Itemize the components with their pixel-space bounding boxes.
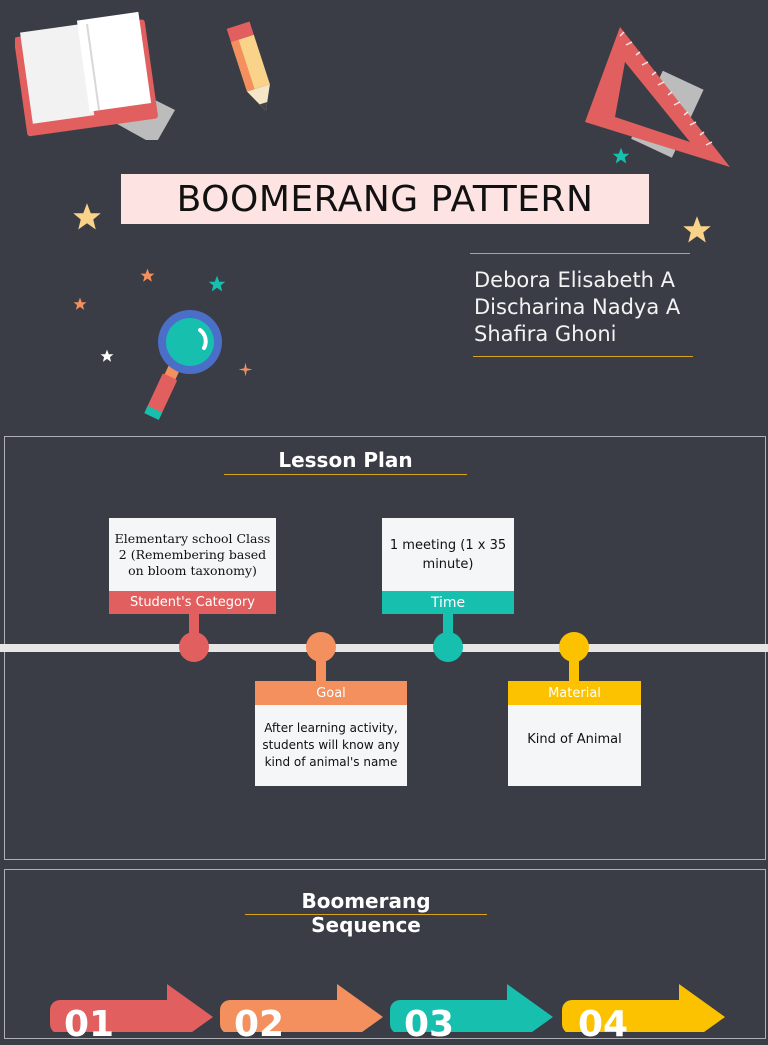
book-icon [15, 11, 175, 140]
divider [245, 914, 487, 915]
step-number: 04 [578, 1004, 629, 1045]
timeline-stem [189, 614, 199, 634]
sequence-arrow-3 [390, 984, 553, 1032]
material-text: Kind of Animal [527, 732, 622, 747]
page-title: BOOMERANG PATTERN [121, 174, 649, 224]
pencil-icon [226, 21, 270, 111]
ruler-triangle-icon [585, 27, 730, 167]
star-icon [208, 275, 226, 292]
category-text: Elementary school Class 2 (Remembering b… [114, 530, 271, 578]
category-label: Student's Category [109, 591, 276, 614]
author-name: Shafira Ghoni [474, 322, 617, 346]
star-icon [140, 268, 155, 282]
timeline-dot [179, 632, 209, 662]
divider [470, 253, 690, 254]
divider [224, 474, 467, 475]
divider [473, 356, 693, 357]
material-label: Material [508, 681, 641, 705]
time-text: 1 meeting (1 x 35 minute) [389, 537, 507, 572]
material-card: Kind of Animal [508, 705, 641, 786]
timeline-dot [559, 632, 589, 662]
step-number: 03 [404, 1004, 455, 1045]
author-name: Debora Elisabeth A [474, 268, 676, 292]
sequence-arrow-2 [220, 984, 383, 1032]
time-card: 1 meeting (1 x 35 minute) [382, 518, 514, 591]
section-title: Lesson Plan [278, 448, 413, 472]
star-icon [612, 147, 630, 164]
goal-text: After learning activity, students will k… [262, 721, 400, 769]
timeline-dot [306, 632, 336, 662]
goal-card: After learning activity, students will k… [255, 705, 407, 786]
timeline-stem [443, 614, 453, 634]
time-label: Time [382, 591, 514, 614]
step-number: 02 [234, 1004, 285, 1045]
star-icon [100, 349, 114, 362]
star-icon [73, 297, 87, 310]
star-icon [73, 203, 101, 230]
star-icon [238, 362, 253, 377]
step-number: 01 [64, 1004, 115, 1045]
author-list: Debora Elisabeth A Discharina Nadya A Sh… [474, 267, 680, 348]
section-title: Boomerang Sequence [301, 889, 431, 937]
timeline-line [0, 644, 768, 652]
author-name: Discharina Nadya A [474, 295, 681, 319]
timeline-dot [433, 632, 463, 662]
magnifier-icon [144, 310, 222, 420]
timeline-stem [569, 660, 579, 682]
goal-label: Goal [255, 681, 407, 705]
category-card: Elementary school Class 2 (Remembering b… [109, 518, 276, 591]
timeline-stem [316, 660, 326, 682]
sequence-arrow-4 [562, 984, 725, 1032]
sequence-arrow-1 [50, 984, 213, 1032]
star-icon [683, 216, 711, 243]
